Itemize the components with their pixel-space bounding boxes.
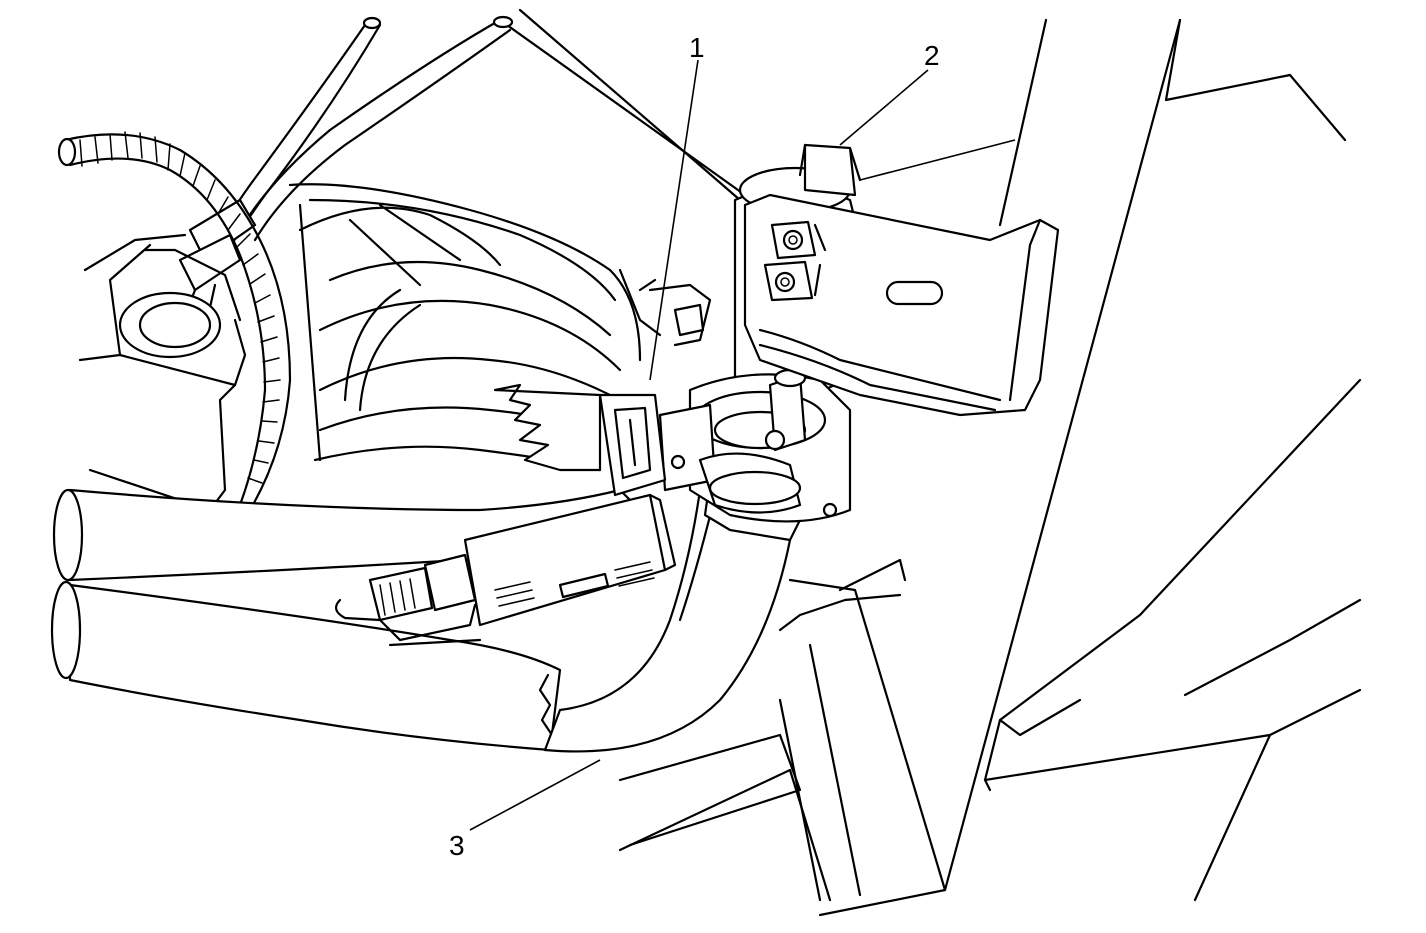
hose-clip bbox=[598, 393, 667, 497]
body-structure bbox=[618, 18, 1362, 917]
leader-line-3 bbox=[469, 759, 601, 831]
leader-line-1 bbox=[649, 59, 699, 381]
leader-line-2b bbox=[859, 139, 1016, 181]
leader-line-2 bbox=[839, 69, 929, 146]
callout-3: 3 bbox=[449, 830, 465, 861]
air-intake-duct bbox=[288, 183, 642, 472]
grommet-housing bbox=[78, 233, 247, 512]
leader-lines bbox=[469, 59, 1016, 831]
vacuum-lines bbox=[178, 8, 747, 332]
mounting-bracket bbox=[618, 193, 1060, 417]
wiring-loom bbox=[57, 131, 292, 512]
electrical-module bbox=[334, 493, 677, 647]
callout-1: 1 bbox=[689, 32, 705, 63]
callout-2: 2 bbox=[924, 40, 940, 71]
